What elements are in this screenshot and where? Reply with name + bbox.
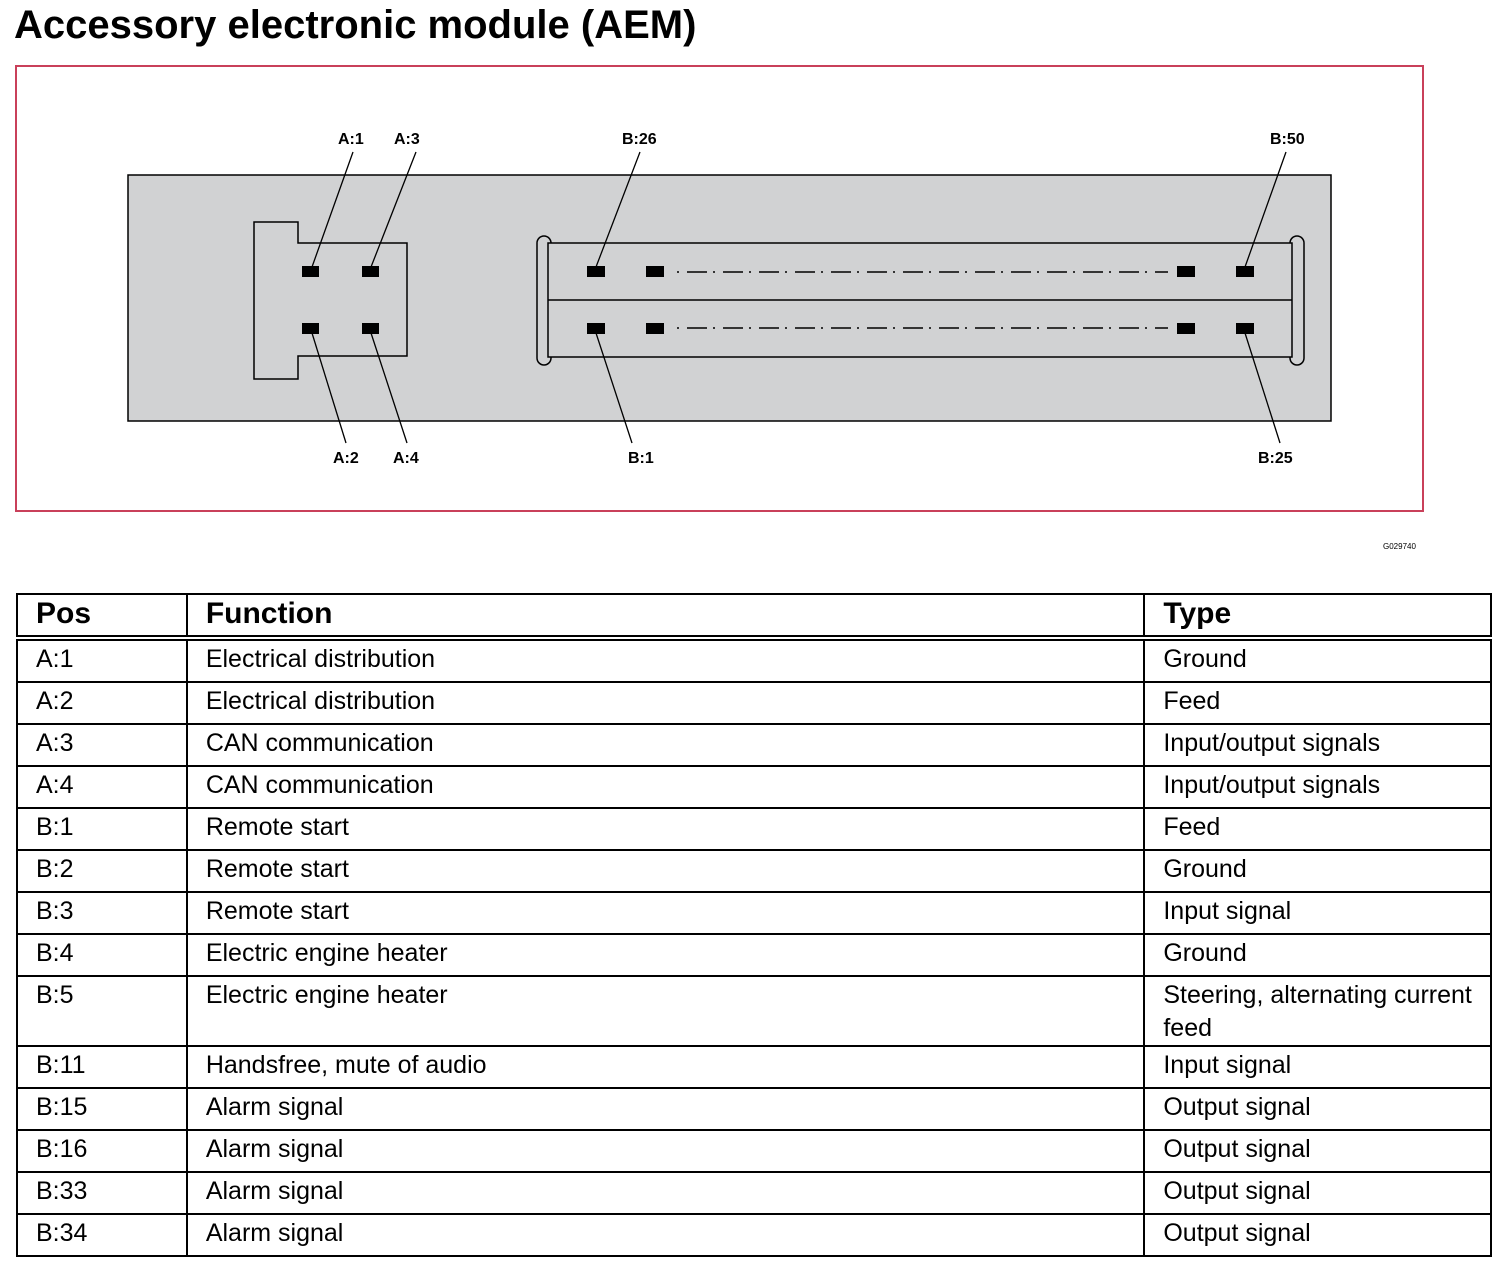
cell-pos: B:1 — [16, 807, 188, 851]
cell-type: Ground — [1143, 849, 1492, 893]
cell-function: Alarm signal — [185, 1213, 1146, 1257]
pin-a3 — [362, 266, 379, 277]
cell-pos: B:3 — [16, 891, 188, 935]
cell-type: Input signal — [1143, 891, 1492, 935]
cell-type: Input/output signals — [1143, 765, 1492, 809]
pin-a1 — [302, 266, 319, 277]
cell-pos: B:16 — [16, 1129, 188, 1173]
table-header-row: Pos Function Type — [16, 593, 1492, 641]
cell-type: Output signal — [1143, 1213, 1492, 1257]
cell-pos: B:15 — [16, 1087, 188, 1131]
label-a4: A:4 — [393, 450, 419, 467]
label-a1: A:1 — [338, 131, 364, 148]
cell-pos: A:1 — [16, 637, 188, 683]
cell-pos: A:4 — [16, 765, 188, 809]
pin-b25 — [1236, 323, 1254, 334]
cell-function: Remote start — [185, 891, 1146, 935]
cell-pos: B:33 — [16, 1171, 188, 1215]
pin-a2 — [302, 323, 319, 334]
cell-type: Input/output signals — [1143, 723, 1492, 767]
cell-function: Electric engine heater — [185, 975, 1146, 1047]
pin-a4 — [362, 323, 379, 334]
cell-pos: B:11 — [16, 1045, 188, 1089]
cell-type: Output signal — [1143, 1129, 1492, 1173]
label-a2: A:2 — [333, 450, 359, 467]
cell-type: Feed — [1143, 681, 1492, 725]
cell-function: Electrical distribution — [185, 637, 1146, 683]
label-b1: B:1 — [628, 450, 654, 467]
cell-pos: B:4 — [16, 933, 188, 977]
connector-diagram: A:1 A:3 B:26 B:50 A:2 A:4 B:1 B:25 — [127, 131, 1332, 467]
cell-pos: B:5 — [16, 975, 188, 1047]
page-title: Accessory electronic module (AEM) — [14, 3, 697, 47]
cell-function: CAN communication — [185, 723, 1146, 767]
connector-diagram-frame — [15, 65, 1424, 512]
figure-code: G029740 — [1383, 542, 1416, 551]
cell-type: Feed — [1143, 807, 1492, 851]
connector-b — [536, 235, 1305, 366]
header-pos: Pos — [16, 593, 188, 641]
cell-pos: B:2 — [16, 849, 188, 893]
pin-b2 — [646, 323, 664, 334]
cell-pos: A:3 — [16, 723, 188, 767]
label-b50: B:50 — [1270, 131, 1305, 148]
label-b26: B:26 — [622, 131, 657, 148]
cell-pos: A:2 — [16, 681, 188, 725]
header-function: Function — [185, 593, 1146, 641]
cell-pos: B:34 — [16, 1213, 188, 1257]
cell-function: Remote start — [185, 849, 1146, 893]
connector-a — [253, 221, 408, 380]
cell-function: Electrical distribution — [185, 681, 1146, 725]
label-b25: B:25 — [1258, 450, 1293, 467]
pin-b50 — [1236, 266, 1254, 277]
cell-type: Output signal — [1143, 1171, 1492, 1215]
cell-function: CAN communication — [185, 765, 1146, 809]
cell-function: Electric engine heater — [185, 933, 1146, 977]
cell-function: Alarm signal — [185, 1087, 1146, 1131]
pin-b26 — [587, 266, 605, 277]
cell-function: Alarm signal — [185, 1129, 1146, 1173]
cell-function: Alarm signal — [185, 1171, 1146, 1215]
pin-b27 — [646, 266, 664, 277]
pin-b1 — [587, 323, 605, 334]
header-type: Type — [1143, 593, 1492, 641]
cell-function: Remote start — [185, 807, 1146, 851]
cell-type: Ground — [1143, 933, 1492, 977]
label-a3: A:3 — [394, 131, 420, 148]
cell-type: Input signal — [1143, 1045, 1492, 1089]
pin-b24 — [1177, 323, 1195, 334]
pin-b49 — [1177, 266, 1195, 277]
cell-function: Handsfree, mute of audio — [185, 1045, 1146, 1089]
cell-type: Steering, alternating current feed — [1143, 975, 1492, 1047]
leader-lines — [311, 151, 1287, 444]
cell-type: Output signal — [1143, 1087, 1492, 1131]
cell-type: Ground — [1143, 637, 1492, 683]
